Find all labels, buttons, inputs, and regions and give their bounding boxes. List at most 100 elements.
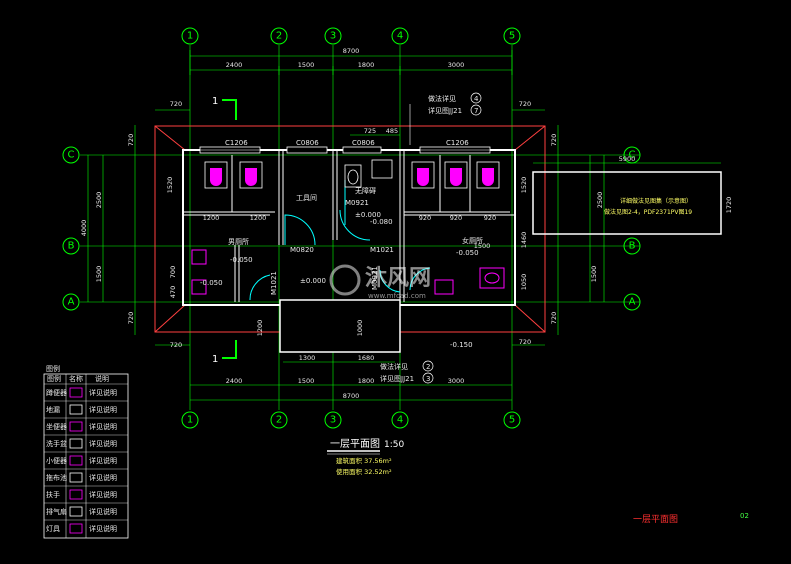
dim-bottom-inner-1: 1300 — [299, 354, 316, 362]
level-4: ±0.000 — [355, 211, 381, 219]
dim-win-right-2: 920 — [450, 214, 462, 222]
legend-symbol-icon — [69, 455, 83, 466]
axis-bubbles-left: C B A — [62, 146, 80, 311]
axis-bubbles-bottom: 1 2 3 4 5 — [181, 411, 521, 429]
axis-bubbles-top: 1 2 3 4 5 — [181, 27, 521, 45]
watermark-url: www.mfcad.com — [368, 292, 426, 300]
sheet-title: 一层平面图 — [633, 514, 678, 525]
side-note-2: 做法见图2-4，PDF2371PV图19 — [604, 208, 692, 216]
area-line-1: 建筑面积 37.56m² — [336, 456, 392, 465]
axis-right-c: C — [629, 150, 636, 161]
room-name-2: 女厕所 — [462, 236, 483, 245]
level-7: -0.080 — [370, 218, 393, 226]
dimension-top: 8700 2400 1500 1800 3000 — [189, 47, 513, 75]
detail-top-line1: 做法详见 — [428, 94, 456, 103]
dim-right-inner-1: 1520 — [520, 177, 528, 194]
dim-top-seg-2: 1500 — [298, 61, 315, 69]
axis-bottom-2: 2 — [276, 415, 282, 426]
side-note-1: 详细做法见图集（示意图） — [620, 197, 692, 205]
level-5: -0.050 — [200, 279, 223, 287]
detail-top-num2: 7 — [474, 107, 478, 115]
legend-row-desc: 详见说明 — [89, 422, 117, 431]
dimension-bottom: 2400 1500 1800 3000 8700 1300 1680 — [190, 354, 512, 401]
dim-left-inner-2: 700 — [169, 266, 177, 278]
legend-symbol-icon — [69, 472, 83, 483]
section-marks: 1 1 — [212, 96, 237, 365]
dim-right-inner-3: 1050 — [520, 274, 528, 291]
detail-ref-bottom: 做法详见 详见图JJ21 2 3 — [380, 360, 434, 384]
legend-table: 图例 图例 名称 说明 蹲便器详见说明地漏详见说明坐便器详见说明洗手盆详见说明小… — [43, 364, 129, 539]
room-dims: 1200 1200 920 920 920 1500 1200 1000 — [203, 214, 496, 336]
squat-toilet-4 — [450, 168, 462, 186]
top-inner-dims: 725 485 — [350, 127, 400, 136]
sheet-title-group: 一层平面图 02 — [633, 512, 749, 525]
dim-right-inner-2: 1460 — [520, 232, 528, 249]
squat-toilet-3 — [417, 168, 429, 186]
axis-top-5: 5 — [509, 31, 515, 42]
dim-top-inner-1: 725 — [364, 127, 376, 135]
dim-top-total: 8700 — [343, 47, 360, 55]
dim-right-outer-2: 720 — [550, 312, 558, 324]
window-label-3: C0806 — [352, 139, 375, 147]
legend-head-3: 说明 — [95, 374, 109, 383]
room-name-4: 无障碍 — [355, 186, 376, 195]
side-dim-height: 1720 — [725, 197, 733, 214]
squat-toilet-1 — [210, 168, 222, 186]
legend-symbol-icon — [69, 387, 83, 398]
door-label-4: M1021 — [270, 271, 278, 295]
level-6: -0.150 — [450, 341, 473, 349]
dim-left-seg-1: 2500 — [95, 192, 103, 209]
dim-right-seg-1: 2500 — [596, 192, 604, 209]
window-label-4: C1206 — [446, 139, 469, 147]
windows: C1206 C0806 C0806 C1206 — [199, 139, 491, 154]
dim-left-inner-1: 1520 — [166, 177, 174, 194]
room-name-3: 工具间 — [296, 194, 317, 202]
legend-row-name: 洗手盆 — [46, 439, 67, 448]
dim-bottom-seg-4: 3000 — [448, 377, 465, 385]
fixtures — [191, 159, 505, 295]
dim-right-outer-1: 720 — [550, 134, 558, 146]
legend-symbol-icon — [69, 421, 83, 432]
sheet-no: 02 — [740, 512, 749, 520]
detail-bottom-line1: 做法详见 — [380, 362, 408, 371]
dim-win-left-1: 1200 — [203, 214, 220, 222]
door-label-3: M0921 — [371, 266, 379, 290]
detail-bottom-num1: 2 — [426, 363, 430, 371]
legend-row-name: 拖布池 — [46, 473, 67, 482]
dim-win-right-3: 920 — [484, 214, 496, 222]
dim-right-seg-2: 1500 — [590, 266, 598, 283]
dim-bottom-seg-2: 1500 — [298, 377, 315, 385]
detail-top-num1: 4 — [474, 95, 479, 103]
grid-lines — [80, 45, 640, 410]
legend-row-name: 坐便器 — [46, 422, 67, 431]
dimension-right: 2500 1500 720 720 1520 1460 1050 — [520, 125, 605, 335]
dim-small-2: 1000 — [356, 320, 364, 337]
legend-symbol-icon — [69, 404, 83, 415]
legend-row-desc: 详见说明 — [89, 388, 117, 397]
interior-walls — [183, 150, 515, 302]
axis-bottom-5: 5 — [509, 415, 515, 426]
dim-top-inner-2: 485 — [386, 127, 398, 135]
roof-outline — [154, 125, 546, 333]
axis-top-1: 1 — [187, 31, 193, 42]
plan-scale: 1:50 — [384, 440, 404, 450]
legend-row-desc: 详见说明 — [89, 473, 117, 482]
watermark-text: 沐风网 — [365, 266, 431, 291]
dim-overhang-tl: 720 — [170, 100, 182, 108]
legend-row-desc: 详见说明 — [89, 439, 117, 448]
legend-symbol-icon — [69, 489, 83, 500]
window-label-2: C0806 — [296, 139, 319, 147]
dim-bottom-seg-3: 1800 — [358, 377, 375, 385]
legend-row-desc: 详见说明 — [89, 456, 117, 465]
dim-left-outer-2: 720 — [127, 312, 135, 324]
dim-left-inner-3: 470 — [169, 286, 177, 298]
dim-bottom-total: 8700 — [343, 392, 360, 400]
legend-symbol-icon — [69, 506, 83, 517]
legend-row-desc: 详见说明 — [89, 524, 117, 533]
dim-bottom-seg-1: 2400 — [226, 377, 243, 385]
axis-top-4: 4 — [397, 31, 403, 42]
side-dim-width: 5900 — [619, 155, 636, 163]
doors: M0820 M1021 M0921 M1021 M0921 — [249, 180, 431, 301]
dim-top-seg-1: 2400 — [226, 61, 243, 69]
